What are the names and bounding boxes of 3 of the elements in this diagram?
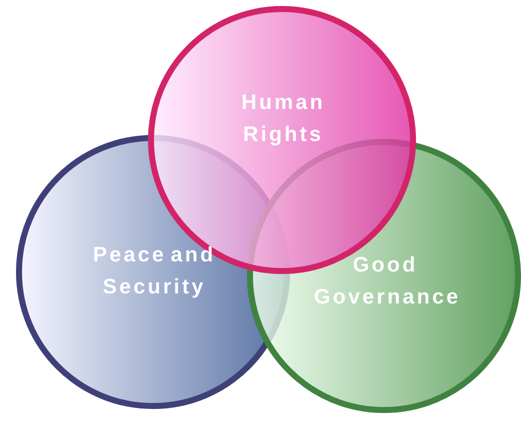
circle-label: Peace and Security [94,246,212,298]
circle-label: Good Governance [314,256,458,304]
circle-label: Human Rights [242,94,322,146]
